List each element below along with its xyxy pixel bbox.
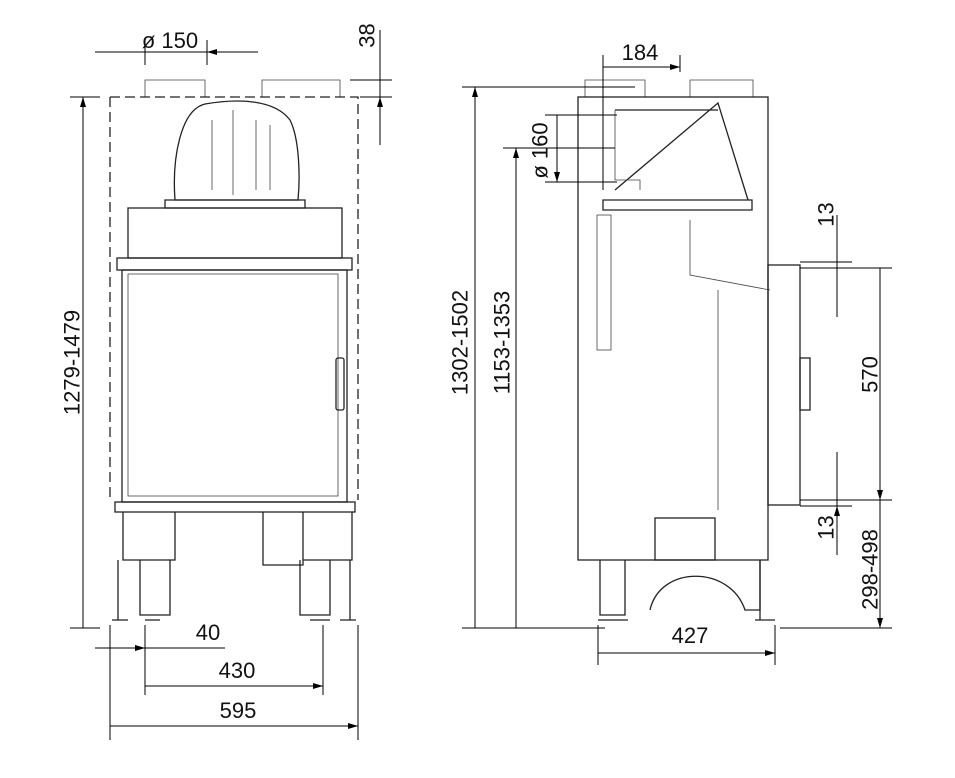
- label-total-depth: 427: [672, 623, 709, 648]
- label-leg-spacing: 430: [219, 658, 256, 683]
- label-base-height: 298-498: [858, 529, 883, 610]
- front-door-frame: [121, 269, 348, 503]
- side-flue-outlet: [614, 110, 641, 190]
- label-side-height: 1302-1502: [448, 290, 473, 395]
- front-legs: [117, 560, 351, 620]
- front-base: [122, 512, 353, 566]
- dim-side-height-line: [462, 86, 635, 629]
- side-door-handle: [799, 357, 811, 411]
- front-bottom-frame: [114, 501, 356, 513]
- label-door-bottom-gap: 13: [814, 515, 839, 539]
- front-dimensions: ø 150 38 1279-1479 40 430 595: [60, 23, 392, 740]
- side-ash-box: [654, 517, 716, 561]
- side-bracket: [596, 214, 612, 351]
- front-glass: [127, 273, 339, 497]
- side-top-flanges: [584, 79, 754, 97]
- label-flue-depth: 184: [622, 40, 659, 65]
- side-dimensions: 184 1302-1502 1153-1353 ø 160 13 570 13 …: [448, 40, 892, 665]
- label-door-top-gap: 13: [814, 202, 839, 226]
- side-legs: [599, 560, 761, 616]
- front-hood-ribs: [211, 110, 271, 195]
- front-top-box: [127, 207, 343, 259]
- side-hood-struts: [614, 101, 749, 201]
- label-flue-center: 1153-1353: [490, 291, 515, 395]
- label-flue-diameter: ø 150: [142, 28, 198, 53]
- front-frame-top: [116, 257, 353, 271]
- dim-flue-center-line: [503, 147, 615, 628]
- front-view: [109, 79, 359, 621]
- front-outer-casing: [109, 96, 359, 500]
- label-front-height: 1279-1479: [60, 310, 85, 415]
- side-hood-plate: [602, 199, 753, 211]
- side-internal-lines: [689, 220, 771, 510]
- side-door: [767, 264, 801, 506]
- front-top-flanges: [144, 79, 341, 97]
- dim-front-extension-lines: [109, 625, 359, 740]
- front-hood-base: [164, 199, 306, 209]
- front-dome-hood: [173, 100, 300, 201]
- label-flue-offset: 38: [355, 23, 380, 47]
- dim-flue-depth-ext: [602, 55, 681, 190]
- label-leg-offset: 40: [196, 620, 220, 645]
- side-feet: [598, 560, 775, 621]
- side-view: [577, 79, 811, 621]
- door-handle: [335, 357, 345, 411]
- label-side-flue-diameter: ø 160: [528, 122, 553, 178]
- label-door-height: 570: [858, 356, 883, 393]
- side-body: [577, 96, 769, 561]
- label-front-width: 595: [220, 698, 257, 723]
